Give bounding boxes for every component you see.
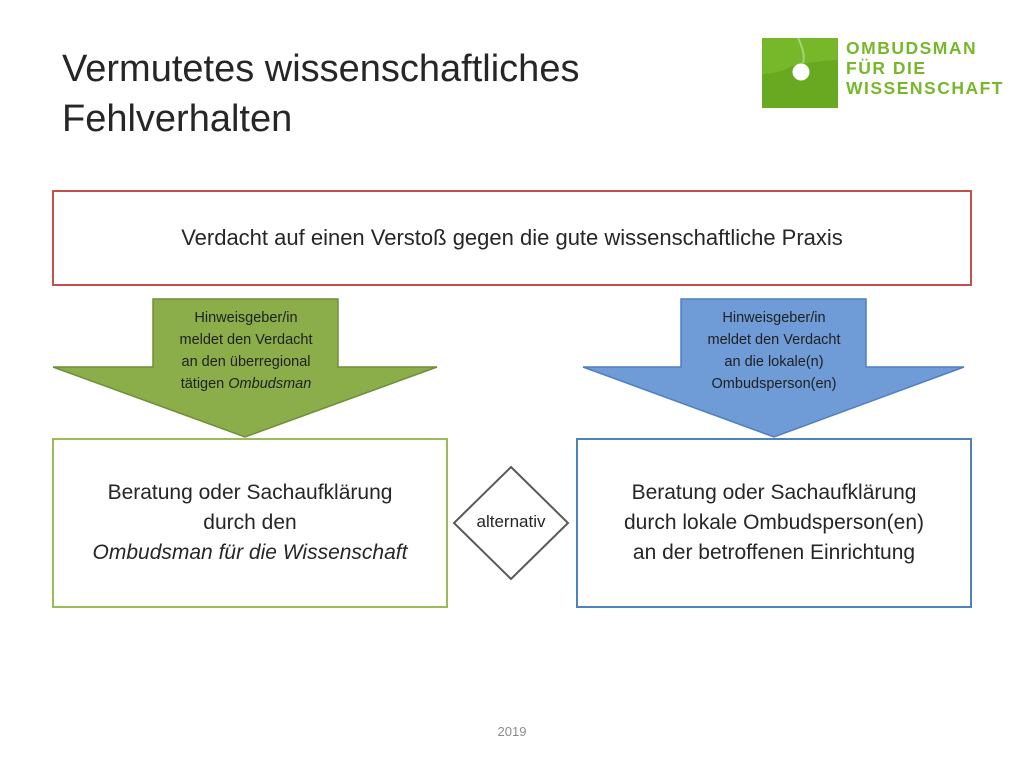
page-title: Vermutetes wissenschaftliches Fehlverhal… (62, 44, 702, 144)
left-arrow-line4-italic: Ombudsman (228, 376, 312, 392)
logo-line3: WISSENSCHAFT (846, 78, 1004, 98)
left-box-line3: Ombudsman für die Wissenschaft (92, 541, 408, 564)
left-arrow-line4-prefix: tätigen (180, 376, 229, 392)
logo-line1: OMBUDSMAN (846, 38, 978, 58)
left-arrow-line4: tätigen Ombudsman (154, 373, 338, 395)
right-arrow-label: Hinweisgeber/in meldet den Verdacht an d… (682, 307, 866, 395)
footer-year: 2019 (497, 724, 527, 739)
suspicion-text: Verdacht auf einen Verstoß gegen die gut… (181, 225, 843, 250)
ombudsman-logo: OMBUDSMAN FÜR DIE WISSENSCHAFT (762, 37, 1012, 110)
page-title-line2: Fehlverhalten (62, 98, 293, 140)
alternativ-label: alternativ (476, 512, 546, 531)
left-arrow-line2: meldet den Verdacht (179, 332, 313, 348)
page-title-line1: Vermutetes wissenschaftliches (62, 48, 580, 90)
right-box-line3: an der betroffenen Einrichtung (632, 541, 916, 564)
local-ombudsperson-box: Beratung oder Sachaufklärung durch lokal… (576, 438, 972, 608)
suspicion-box: Verdacht auf einen Verstoß gegen die gut… (52, 190, 972, 286)
ombudsman-consultation-box: Beratung oder Sachaufklärung durch den O… (52, 438, 448, 608)
right-arrow-line4: Ombudsperson(en) (711, 376, 837, 392)
left-box-line2: durch den (203, 511, 297, 534)
logo-line2: FÜR DIE (846, 58, 927, 78)
ombudsman-logo-text: OMBUDSMAN FÜR DIE WISSENSCHAFT (846, 38, 1004, 98)
right-arrow-line2: meldet den Verdacht (707, 332, 841, 348)
left-arrow-line1: Hinweisgeber/in (194, 310, 298, 326)
right-arrow-line3: an die lokale(n) (724, 354, 824, 370)
left-arrow-line3: an den überregional (181, 354, 311, 370)
left-box-line1: Beratung oder Sachaufklärung (107, 481, 393, 504)
right-box-line2: durch lokale Ombudsperson(en) (624, 511, 924, 534)
ombudsman-logo-mark (762, 37, 838, 108)
right-arrow-line1: Hinweisgeber/in (722, 310, 826, 326)
left-arrow-label: Hinweisgeber/in meldet den Verdacht an d… (154, 307, 338, 395)
right-box-line1: Beratung oder Sachaufklärung (631, 481, 917, 504)
